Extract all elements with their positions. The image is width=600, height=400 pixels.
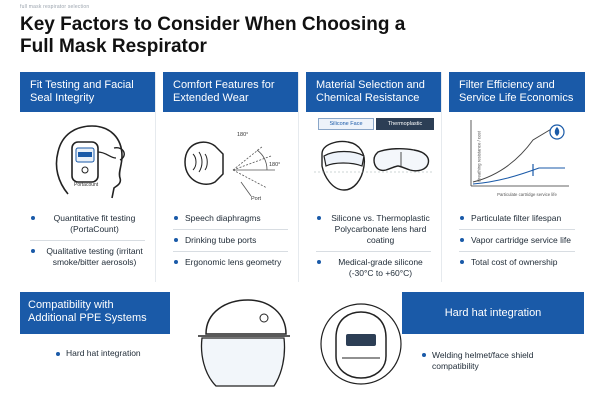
x-axis-label: Particulate cartridge service life	[497, 192, 557, 197]
list-item: Welding helmet/face shield compatibility	[422, 350, 578, 372]
panel-heading: Compatibility with Additional PPE System…	[20, 292, 170, 334]
port-label: Port	[251, 196, 262, 202]
comfort-illustration: 180° 180° Port	[171, 112, 290, 208]
tab-silicone-face: Silicone Face	[318, 118, 374, 130]
column-heading: Fit Testing and Facial Seal Integrity	[20, 72, 155, 112]
tab-thermoplastic: Thermoplastic	[376, 118, 434, 130]
panel-hard-hat-integration: Hard hat integration Welding helmet/face…	[302, 292, 584, 392]
list-item: Qualitative testing (irritant smoke/bitt…	[30, 240, 145, 273]
column-comfort: Comfort Features for Extended Wear 180° …	[163, 72, 299, 282]
goggles-icon	[314, 140, 432, 191]
column-heading: Comfort Features for Extended Wear	[163, 72, 298, 112]
column-heading: Filter Efficiency and Service Life Econo…	[449, 72, 585, 112]
fit-test-illustration: Portacount	[28, 112, 147, 208]
list-item: Silicone vs. Thermoplastic Polycarbonate…	[316, 208, 431, 251]
mask-angle-icon	[184, 141, 275, 197]
list-item: Drinking tube ports	[173, 229, 288, 251]
filter-chart-illustration: Breathing resistance / cost Particulate …	[457, 112, 577, 208]
list-item: Speech diaphragms	[173, 208, 288, 229]
column-fit-testing: Fit Testing and Facial Seal Integrity Po…	[20, 72, 156, 282]
list-item: Particulate filter lifespan	[459, 208, 575, 229]
materials-list: Silicone vs. Thermoplastic Polycarbonate…	[316, 208, 431, 284]
welding-helmet-icon	[320, 303, 402, 385]
head-with-device-icon	[55, 125, 125, 199]
fit-testing-list: Quantitative fit testing (PortaCount) Qu…	[30, 208, 145, 273]
list-item: Medical-grade silicone (-30°C to +60°C)	[316, 251, 431, 284]
panel-heading: Hard hat integration	[402, 292, 584, 334]
service-life-graph	[470, 120, 569, 187]
angle-side-label: 180°	[269, 162, 281, 168]
column-heading: Material Selection and Chemical Resistan…	[306, 72, 441, 112]
list-item: Hard hat integration	[56, 348, 141, 358]
materials-illustration: Silicone Face Thermoplastic	[314, 112, 434, 208]
column-filter-economics: Filter Efficiency and Service Life Econo…	[449, 72, 585, 282]
filter-list: Particulate filter lifespan Vapor cartri…	[459, 208, 575, 273]
y-axis-label: Breathing resistance / cost	[476, 131, 482, 182]
panel-ppe-compatibility: Compatibility with Additional PPE System…	[20, 292, 298, 392]
column-materials: Material Selection and Chemical Resistan…	[306, 72, 442, 282]
page-title: Key Factors to Consider When Choosing a …	[20, 14, 406, 57]
list-item: Vapor cartridge service life	[459, 229, 575, 251]
list-item: Quantitative fit testing (PortaCount)	[30, 208, 145, 240]
list-item: Total cost of ownership	[459, 251, 575, 273]
eyebrow-text: full mask respirator selection	[20, 4, 90, 10]
list-item: Ergonomic lens geometry	[173, 251, 288, 273]
hard-hat-face-shield-icon	[198, 299, 290, 387]
angle-top-label: 180°	[237, 132, 249, 138]
device-label: Portacount	[74, 182, 99, 188]
comfort-list: Speech diaphragms Drinking tube ports Er…	[173, 208, 288, 273]
